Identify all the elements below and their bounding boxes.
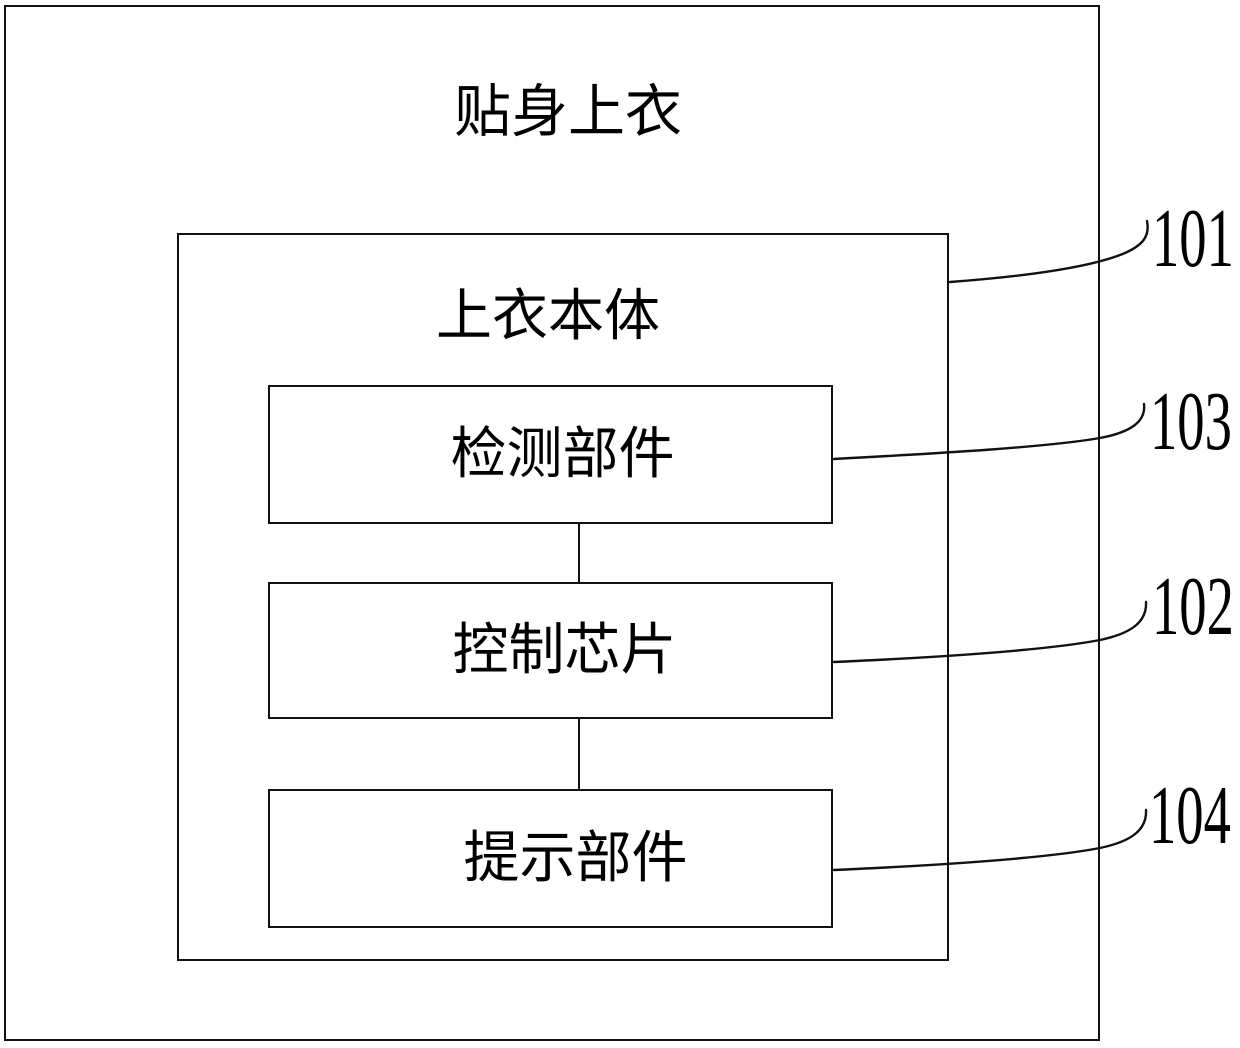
outer-box-title: 贴身上衣: [454, 81, 682, 144]
alert-component-label: 提示部件: [463, 827, 688, 890]
outer-box-garment: [4, 5, 1100, 1041]
ref-number-alert: 104: [1149, 769, 1231, 862]
inner-box-title: 上衣本体: [436, 286, 660, 348]
ref-number-chip: 102: [1152, 560, 1234, 653]
control-chip-label: 控制芯片: [452, 619, 677, 682]
alert-component-box: 提示部件: [268, 789, 833, 928]
detection-component-label: 检测部件: [450, 423, 675, 486]
control-chip-box: 控制芯片: [268, 582, 833, 719]
connector-chip-to-alert: [578, 718, 580, 790]
detection-component-box: 检测部件: [268, 385, 833, 524]
ref-number-detection: 103: [1150, 375, 1232, 468]
inner-box-garment-body: [177, 233, 949, 961]
ref-number-inner-box: 101: [1152, 192, 1234, 285]
connector-detection-to-chip: [578, 523, 580, 583]
